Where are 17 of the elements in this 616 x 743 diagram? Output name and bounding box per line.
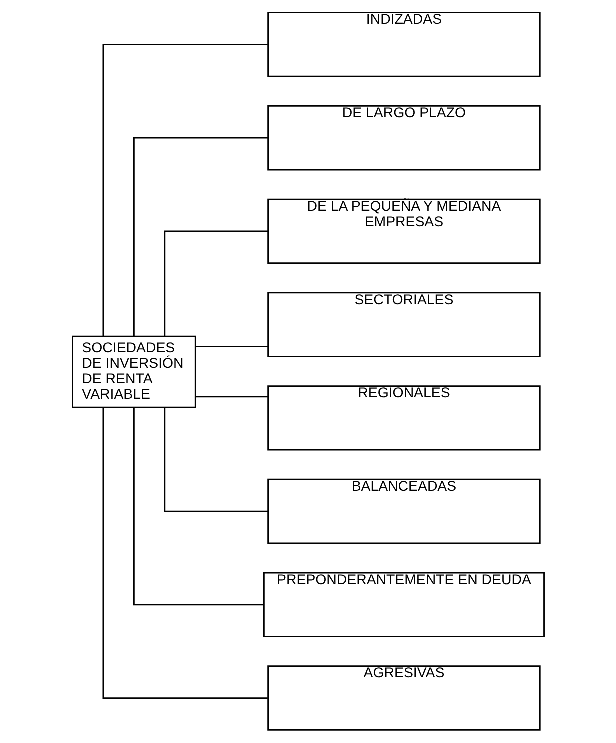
node-box: INDIZADAS (267, 12, 540, 78)
node-box: SECTORIALES (267, 292, 540, 358)
connector (132, 408, 264, 606)
connector (195, 346, 268, 348)
node-box: DE LA PEQUEÑA Y MEDIANA EMPRESAS (267, 198, 540, 264)
node-box: SOCIEDADES DE INVERSIÓN DE RENTA VARIABLE (72, 336, 196, 408)
connector (132, 137, 268, 337)
node-box: DE LARGO PLAZO (267, 105, 540, 171)
connector (164, 408, 268, 512)
connector (102, 44, 268, 336)
node-box: PREPONDERANTEMENTE EN DEUDA (262, 572, 544, 638)
connector (102, 408, 268, 699)
node-box: AGRESIVAS (267, 666, 540, 731)
connector (195, 396, 268, 398)
node-box: BALANCEADAS (267, 478, 540, 544)
connector (164, 230, 268, 337)
node-box: REGIONALES (267, 386, 540, 451)
